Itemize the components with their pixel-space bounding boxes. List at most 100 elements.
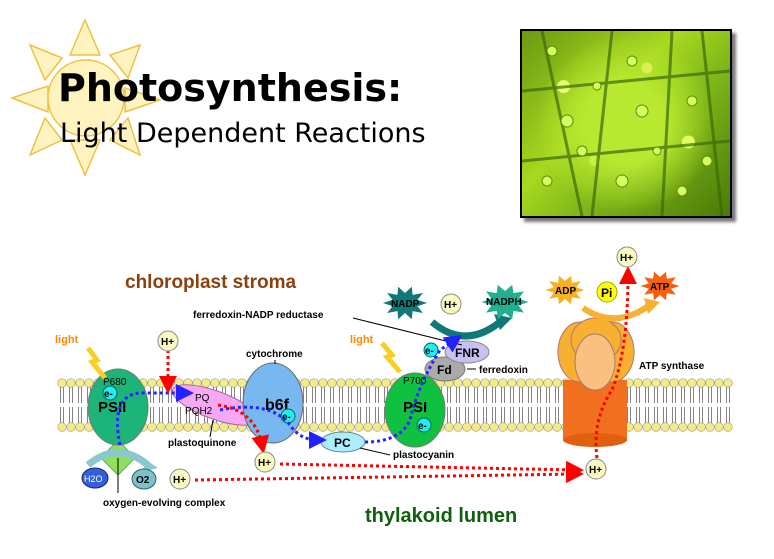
nadp-arrow: [429, 319, 503, 340]
lipid-head: [705, 422, 715, 432]
proton-label: H+: [589, 465, 602, 476]
stroma-label: chloroplast stroma: [125, 272, 296, 293]
nadph-star: [481, 284, 529, 320]
svg-text:ADP: ADP: [555, 286, 576, 297]
lipid-head: [687, 422, 697, 432]
lipid-head: [471, 378, 481, 388]
atp-star: [640, 271, 680, 301]
svg-text:H2O: H2O: [84, 474, 103, 484]
fnr-label: ferredoxin-NADP reductase: [193, 310, 324, 321]
svg-text:FNR: FNR: [455, 346, 480, 360]
lipid-head: [345, 422, 355, 432]
lipid-head: [525, 378, 535, 388]
plastoquinone-label: plastoquinone: [168, 438, 237, 449]
ferredoxin: [424, 356, 466, 382]
lipid-head: [552, 422, 562, 432]
lipid-head: [327, 422, 337, 432]
lipid-head: [462, 378, 472, 388]
lipid-head: [300, 422, 310, 432]
light-label: light: [55, 334, 79, 346]
lipid-head: [372, 378, 382, 388]
lipid-head: [489, 422, 499, 432]
lipid-head: [543, 378, 553, 388]
oxygen-molecule: [131, 468, 157, 490]
proton-path: [194, 465, 584, 484]
lipid-head: [660, 378, 670, 388]
lipid-head: [147, 378, 157, 388]
lipid-head: [687, 378, 697, 388]
svg-text:P700: P700: [403, 376, 427, 387]
pi-label: Pi: [601, 286, 612, 300]
lipid-head: [201, 378, 211, 388]
lipid-head: [165, 422, 175, 432]
proton: [585, 458, 607, 480]
plastocyanin-label: plastocyanin: [393, 450, 454, 461]
slide-title: Photosynthesis:: [58, 66, 403, 110]
svg-text:e-: e-: [418, 421, 427, 432]
lipid-head: [516, 378, 526, 388]
svg-text:Fd: Fd: [437, 363, 452, 377]
lipid-head: [84, 378, 94, 388]
lipid-head: [633, 378, 643, 388]
lipid-head: [327, 378, 337, 388]
proton: [616, 246, 638, 268]
lipid-head: [462, 422, 472, 432]
atp-synthase-label: ATP synthase: [639, 361, 705, 372]
lipid-head: [705, 378, 715, 388]
lipid-head: [723, 422, 733, 432]
proton-path: [217, 403, 270, 454]
lipid-head: [453, 422, 463, 432]
svg-text:PQH2: PQH2: [185, 406, 213, 417]
proton: [440, 293, 462, 315]
lipid-head: [543, 422, 553, 432]
lipid-head: [642, 378, 652, 388]
svg-text:P680: P680: [103, 377, 127, 388]
lipid-head: [642, 422, 652, 432]
lipid-head: [651, 422, 661, 432]
lipid-head: [219, 378, 229, 388]
lipid-head: [66, 378, 76, 388]
lipid-head: [75, 378, 85, 388]
lipid-head: [219, 422, 229, 432]
lipid-head: [678, 378, 688, 388]
proton-label: H+: [444, 300, 457, 311]
lipid-head: [489, 378, 499, 388]
ferredoxin-label: ferredoxin: [479, 365, 528, 376]
lipid-head: [156, 378, 166, 388]
chloroplast-photo: [520, 29, 732, 218]
cytochrome-b6f: b6f e-: [242, 362, 304, 444]
lipid-head: [372, 422, 382, 432]
proton-label: H+: [161, 337, 174, 348]
svg-text:e-: e-: [425, 346, 434, 357]
adp-star: [545, 275, 585, 305]
lipid-head: [183, 422, 193, 432]
svg-text:ATP: ATP: [650, 282, 670, 293]
svg-text:e-: e-: [282, 412, 291, 423]
water-molecule: [81, 467, 109, 489]
proton-path: [594, 266, 637, 459]
electron-path: [364, 335, 463, 444]
oec-label: oxygen-evolving complex: [103, 498, 226, 509]
slide-subtitle: Light Dependent Reactions: [60, 118, 426, 149]
lipid-head: [237, 378, 247, 388]
lipid-head: [552, 378, 562, 388]
lipid-head: [309, 378, 319, 388]
lipid-head: [381, 378, 391, 388]
svg-text:NADP: NADP: [391, 299, 420, 310]
atp-arrow: [581, 302, 652, 322]
lipid-head: [354, 378, 364, 388]
svg-text:PSII: PSII: [98, 399, 126, 416]
lipid-head: [525, 422, 535, 432]
lipid-head: [516, 422, 526, 432]
lipid-head: [210, 422, 220, 432]
lipid-head: [498, 422, 508, 432]
photosystem-ii: P680 PSII e-: [85, 368, 158, 476]
svg-text:PC: PC: [334, 436, 351, 450]
light-label: light: [350, 334, 374, 346]
lipid-head: [147, 422, 157, 432]
nadp-star: [382, 286, 428, 320]
lipid-head: [480, 422, 490, 432]
lipid-head: [192, 422, 202, 432]
lipid-head: [480, 378, 490, 388]
lipid-head: [309, 422, 319, 432]
